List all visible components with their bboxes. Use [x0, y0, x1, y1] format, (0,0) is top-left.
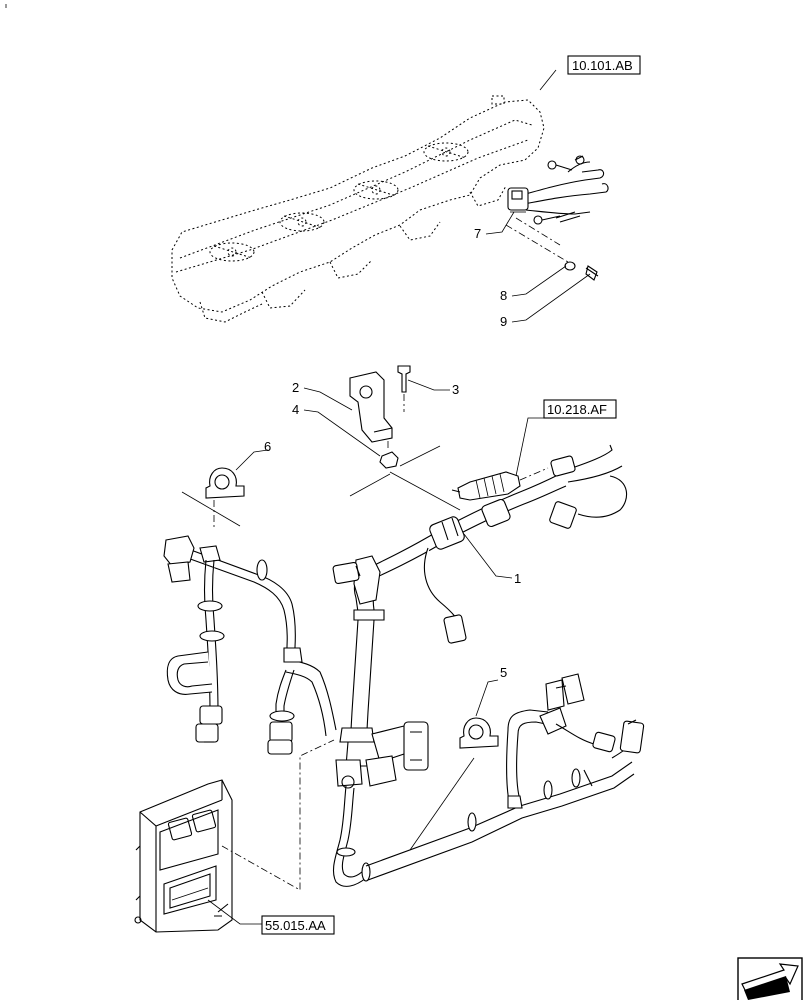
part-7-injector-connector: [505, 155, 609, 281]
next-page-arrow-icon[interactable]: [737, 957, 803, 1000]
callout-1: 1: [514, 571, 521, 586]
callout-2: 2: [292, 380, 299, 395]
callouts: 1 2 3 4 5 6 7 8 9: [264, 226, 521, 680]
left-harness: [163, 535, 337, 755]
bracket-assembly: [349, 365, 411, 469]
cut-line: [181, 491, 241, 527]
reference-injector-label: 10.218.AF: [547, 402, 607, 417]
callout-9: 9: [500, 314, 507, 329]
cut-line: [409, 757, 475, 851]
main-harness: [332, 444, 645, 887]
reference-top[interactable]: 10.101.AB: [567, 55, 641, 75]
clip-part-5: [459, 717, 499, 749]
leader-lines: [207, 69, 591, 925]
ecu-module: [134, 779, 233, 933]
reference-ecu[interactable]: 55.015.AA: [261, 915, 335, 935]
callout-5: 5: [500, 665, 507, 680]
rocker-cover: [171, 95, 545, 323]
callout-7: 7: [474, 226, 481, 241]
callout-8: 8: [500, 288, 507, 303]
cut-line: [389, 471, 461, 511]
callout-6: 6: [264, 439, 271, 454]
reference-ecu-label: 55.015.AA: [265, 918, 326, 933]
reference-injector[interactable]: 10.218.AF: [543, 399, 617, 419]
callout-3: 3: [452, 382, 459, 397]
clip-part-6: [205, 467, 245, 530]
cut-line: [349, 445, 441, 497]
reference-top-label: 10.101.AB: [572, 58, 633, 73]
callout-4: 4: [292, 402, 299, 417]
ecu-link-line: [221, 739, 335, 891]
